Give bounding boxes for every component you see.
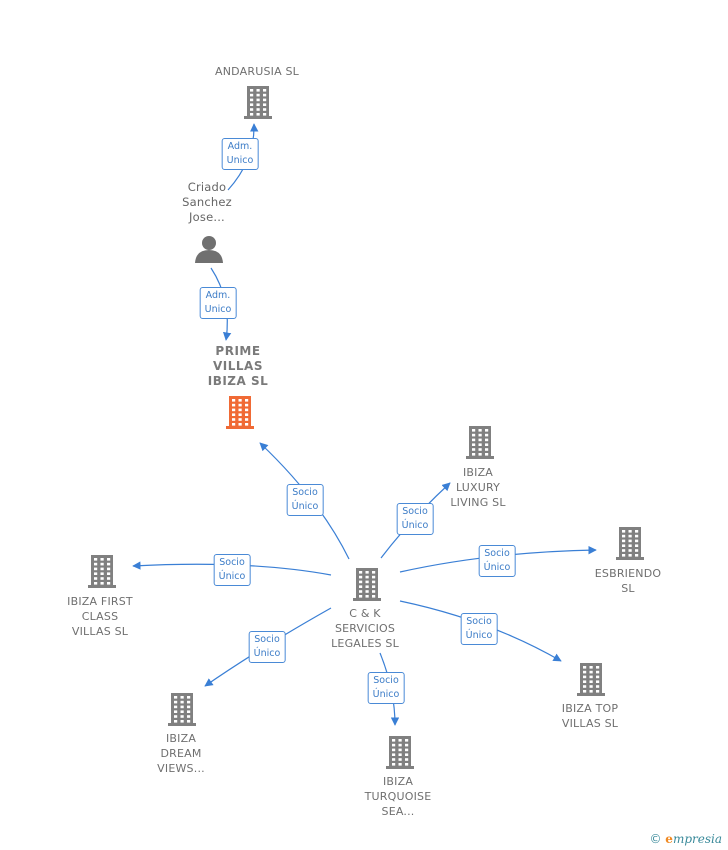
node-label-turquoise[interactable]: IBIZA TURQUOISE SEA... xyxy=(364,775,432,818)
criado-person-icon[interactable] xyxy=(195,236,223,263)
andarusia-building-icon[interactable] xyxy=(244,86,272,119)
edge-label-ck-to-firstclass[interactable]: Socio Único xyxy=(213,554,251,586)
prime-building-icon[interactable] xyxy=(226,396,254,429)
turquoise-building-icon[interactable] xyxy=(386,736,414,769)
ck-building-icon[interactable] xyxy=(353,568,381,601)
firstclass-building-icon[interactable] xyxy=(88,555,116,588)
node-label-ck[interactable]: C & K SERVICIOS LEGALES SL xyxy=(331,607,399,650)
edge-label-ck-to-esbriendo[interactable]: Socio Único xyxy=(478,545,516,577)
edge-label-ck-to-turquoise[interactable]: Socio Único xyxy=(367,672,405,704)
node-label-dream[interactable]: IBIZA DREAM VIEWS... xyxy=(157,732,205,775)
brand-name: mpresia xyxy=(672,832,722,846)
node-label-luxury[interactable]: IBIZA LUXURY LIVING SL xyxy=(450,466,506,509)
copyright-symbol: © xyxy=(649,832,662,846)
dream-building-icon[interactable] xyxy=(168,693,196,726)
node-label-esbriendo[interactable]: ESBRIENDO SL xyxy=(594,567,662,595)
edge-label-ck-to-dream[interactable]: Socio Único xyxy=(248,631,286,663)
edge-label-ck-to-top[interactable]: Socio Único xyxy=(460,613,498,645)
top-building-icon[interactable] xyxy=(577,663,605,696)
luxury-building-icon[interactable] xyxy=(466,426,494,459)
node-label-andarusia[interactable]: ANDARUSIA SL xyxy=(214,65,300,78)
esbriendo-building-icon[interactable] xyxy=(616,527,644,560)
node-label-prime[interactable]: PRIME VILLAS IBIZA SL xyxy=(207,344,269,388)
edge-label-criado-to-prime[interactable]: Adm. Unico xyxy=(199,287,237,319)
edge-label-criado-to-andarusia[interactable]: Adm. Unico xyxy=(221,138,259,170)
node-label-criado[interactable]: Criado Sanchez Jose... xyxy=(182,180,232,224)
brand-initial: e xyxy=(665,832,673,846)
node-label-top[interactable]: IBIZA TOP VILLAS SL xyxy=(561,702,619,730)
brand-footer: © empresia xyxy=(649,832,722,846)
node-label-firstclass[interactable]: IBIZA FIRST CLASS VILLAS SL xyxy=(67,595,133,638)
edge-label-ck-to-prime[interactable]: Socio Único xyxy=(286,484,324,516)
edge-label-ck-to-luxury[interactable]: Socio Único xyxy=(396,503,434,535)
